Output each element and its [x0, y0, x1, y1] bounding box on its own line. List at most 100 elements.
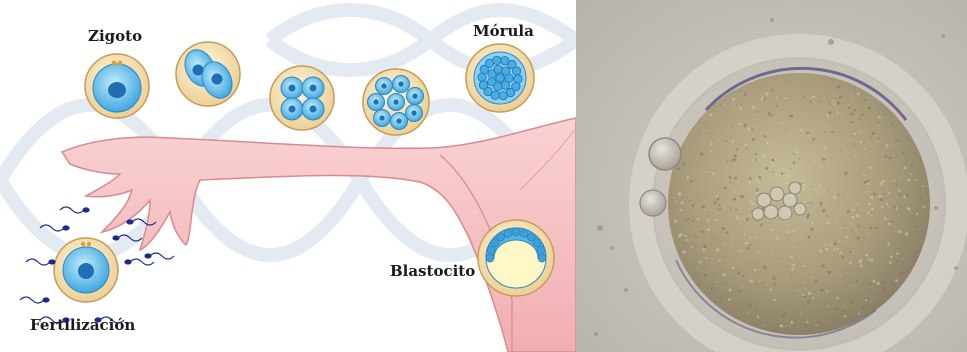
- cytoplasm-grain: [851, 223, 853, 225]
- cytoplasm-grain: [707, 215, 708, 216]
- cytoplasm-grain: [843, 242, 844, 243]
- cytoplasm-grain: [853, 284, 854, 285]
- cytoplasm-grain: [855, 155, 857, 157]
- cytoplasm-grain: [754, 308, 756, 310]
- cytoplasm-grain: [844, 225, 845, 226]
- cytoplasm-grain: [882, 180, 885, 183]
- cytoplasm-grain: [865, 179, 867, 181]
- cytoplasm-grain: [831, 242, 832, 243]
- cytoplasm-grain: [684, 235, 687, 238]
- blastocyst-cell: [486, 254, 494, 262]
- cytoplasm-grain: [709, 170, 710, 171]
- cytoplasm-grain: [915, 179, 917, 181]
- cytoplasm-grain: [742, 275, 744, 277]
- cytoplasm-grain: [858, 225, 860, 227]
- cytoplasm-grain: [815, 280, 818, 283]
- cytoplasm-grain: [674, 220, 677, 223]
- cytoplasm-grain: [680, 209, 682, 211]
- cytoplasm-grain: [829, 245, 831, 247]
- cytoplasm-grain: [757, 190, 759, 192]
- cytoplasm-grain: [886, 144, 889, 147]
- cytoplasm-grain: [840, 227, 842, 229]
- cytoplasm-grain: [736, 148, 738, 150]
- cytoplasm-grain: [688, 199, 690, 201]
- cytoplasm-grain: [713, 162, 714, 163]
- cytoplasm-grain: [764, 98, 766, 100]
- cytoplasm-grain: [810, 158, 812, 160]
- cytoplasm-grain: [857, 202, 859, 204]
- cytoplasm-grain: [715, 195, 718, 198]
- cytoplasm-grain: [864, 148, 866, 150]
- eight-cell-embryo: [363, 69, 429, 135]
- cytoplasm-grain: [845, 236, 848, 239]
- cytoplasm-grain: [848, 104, 849, 105]
- cytoplasm-grain: [782, 298, 784, 300]
- cytoplasm-grain: [870, 258, 873, 261]
- morula-cell: [512, 67, 520, 75]
- cytoplasm-grain: [912, 220, 914, 222]
- embryo-micrograph: [576, 0, 967, 352]
- cytoplasm-grain: [860, 258, 862, 260]
- cytoplasm-grain: [878, 116, 881, 119]
- cytoplasm-grain: [740, 250, 742, 252]
- cytoplasm-grain: [796, 150, 799, 153]
- cytoplasm-grain: [855, 146, 856, 147]
- cytoplasm-grain: [737, 271, 740, 274]
- cytoplasm-grain: [922, 185, 924, 187]
- cytoplasm-grain: [702, 248, 705, 251]
- cytoplasm-grain: [838, 193, 840, 195]
- cytoplasm-grain: [871, 214, 873, 216]
- cytoplasm-grain: [762, 95, 763, 96]
- cytoplasm-grain: [678, 192, 681, 195]
- cytoplasm-grain: [810, 202, 812, 204]
- cytoplasm-grain: [754, 236, 756, 238]
- cytoplasm-grain: [738, 154, 739, 155]
- cytoplasm-grain: [803, 136, 804, 137]
- cytoplasm-grain: [884, 217, 887, 220]
- cytoplasm-grain: [720, 104, 722, 106]
- cytoplasm-grain: [675, 200, 677, 202]
- cytoplasm-grain: [809, 101, 811, 103]
- cytoplasm-grain: [872, 132, 875, 135]
- cytoplasm-grain: [890, 255, 893, 258]
- cytoplasm-grain: [678, 182, 679, 183]
- cytoplasm-grain: [772, 171, 773, 172]
- cytoplasm-grain: [899, 193, 902, 196]
- cytoplasm-grain: [867, 258, 869, 260]
- cytoplasm-grain: [833, 248, 835, 250]
- cytoplasm-grain: [835, 319, 838, 322]
- cytoplasm-grain: [818, 100, 820, 102]
- cytoplasm-grain: [688, 218, 690, 220]
- cytoplasm-grain: [772, 177, 774, 179]
- cytoplasm-grain: [854, 206, 855, 207]
- cytoplasm-grain: [699, 132, 700, 133]
- cytoplasm-grain: [710, 287, 713, 290]
- cytoplasm-grain: [695, 205, 697, 207]
- cytoplasm-grain: [722, 227, 725, 230]
- cytoplasm-grain: [818, 185, 821, 188]
- cytoplasm-grain: [862, 241, 864, 243]
- cytoplasm-grain: [701, 230, 704, 233]
- cytoplasm-grain: [772, 159, 775, 162]
- cytoplasm-grain: [755, 179, 757, 181]
- cytoplasm-grain: [779, 174, 781, 176]
- cytoplasm-grain: [704, 274, 707, 277]
- cytoplasm-grain: [821, 264, 824, 267]
- fertilization-diagram: Zigoto Mórula Blastocito Fertilización: [0, 0, 576, 352]
- cytoplasm-grain: [806, 274, 807, 275]
- morula-cell: [501, 81, 509, 89]
- cytoplasm-grain: [819, 250, 822, 253]
- cytoplasm-grain: [683, 162, 686, 165]
- cytoplasm-grain: [869, 283, 872, 286]
- cytoplasm-grain: [772, 115, 773, 116]
- polar-body-top: [649, 138, 681, 170]
- cytoplasm-grain: [900, 176, 902, 178]
- cytoplasm-grain: [729, 288, 732, 291]
- cytoplasm-grain: [739, 195, 740, 196]
- cytoplasm-grain: [779, 324, 782, 327]
- cytoplasm-grain: [826, 114, 829, 117]
- cytoplasm-grain: [730, 160, 732, 162]
- cytoplasm-grain: [859, 141, 862, 144]
- cytoplasm-grain: [705, 126, 707, 128]
- cytoplasm-grain: [799, 291, 800, 292]
